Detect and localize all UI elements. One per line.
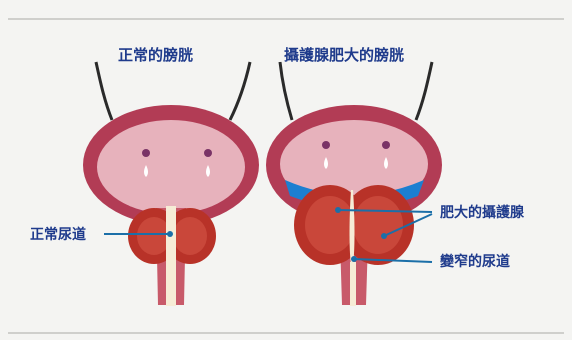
eye-right-2 [382,141,390,149]
ureter-left [96,62,112,120]
title-normal-bladder: 正常的膀胱 [118,44,193,65]
eye-right [204,149,212,157]
label-normal-urethra: 正常尿道 [30,224,86,244]
ureter-left-2 [280,62,292,120]
ureter-right [230,62,250,120]
label-narrowed-urethra: 變窄的尿道 [440,251,510,271]
eye-left-2 [322,141,330,149]
normal-urethra [166,206,176,306]
normal-bladder [83,62,259,306]
enlarged-bladder [266,62,442,306]
eye-left [142,149,150,157]
bladder-inner [97,120,245,214]
title-enlarged-bladder: 攝護腺肥大的膀胱 [284,44,404,65]
ureter-right-2 [416,62,432,120]
label-enlarged-prostate: 肥大的攝護腺 [440,202,524,222]
